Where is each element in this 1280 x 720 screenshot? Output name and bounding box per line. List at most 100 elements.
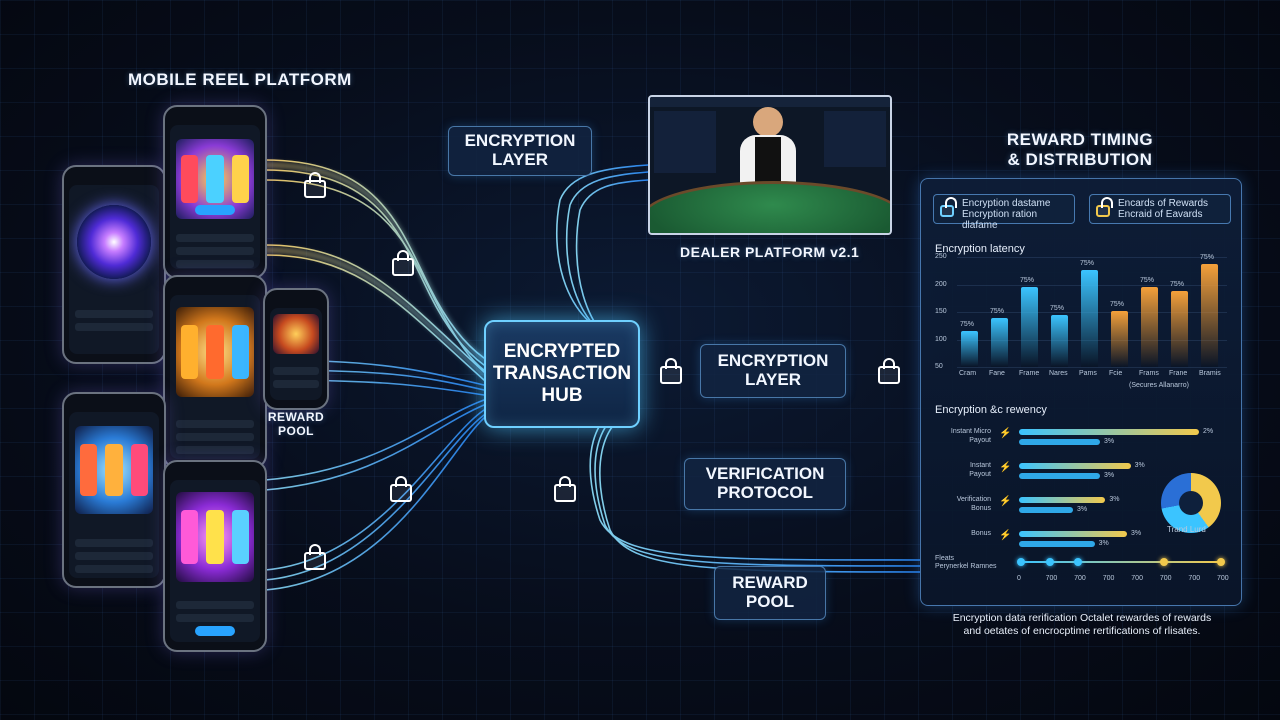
encryption-layer-top-line1: ENCRYPTION xyxy=(464,131,576,151)
dealer-platform-title: DEALER PLATFORM v2.1 xyxy=(680,244,860,260)
reward-pool-small-line2: POOL xyxy=(277,424,314,438)
timeline-track xyxy=(1021,561,1221,563)
spin-button[interactable] xyxy=(195,205,235,215)
encryption-layer-top-line2: LAYER xyxy=(491,150,549,169)
reward-pool-small-line1: REWARD xyxy=(267,410,325,424)
reel-symbol xyxy=(180,155,198,203)
frequency-value: 3% xyxy=(1098,540,1109,547)
reel-symbol xyxy=(131,443,149,497)
frequency-label-line2: Payout xyxy=(969,437,991,444)
phone-screen xyxy=(170,295,260,459)
latency-bar-label: 75% xyxy=(1020,276,1035,284)
timeline-dot xyxy=(1045,558,1054,566)
latency-bar xyxy=(991,317,1008,367)
latency-bar-label: 75% xyxy=(990,307,1005,315)
frequency-bar-secondary xyxy=(1019,507,1073,513)
reward-timing-title-line1: REWARD TIMING xyxy=(1006,130,1154,149)
bonus-wheel[interactable] xyxy=(77,205,151,279)
phone-screen xyxy=(270,308,322,400)
latency-bar-label: 75% xyxy=(1140,276,1155,284)
reel-symbol xyxy=(79,443,97,497)
latency-gridline xyxy=(957,367,1227,368)
timeline-dot xyxy=(1017,558,1025,566)
phone-rows xyxy=(176,415,254,459)
footnote-line2: and oetates of encrocptime rertification… xyxy=(963,625,1201,637)
lock-icon xyxy=(878,358,900,384)
verification-protocol-line1: VERIFICATION xyxy=(705,464,825,484)
dealer-right-table xyxy=(824,111,886,167)
phone-rows xyxy=(75,534,153,578)
lock-icon xyxy=(1096,197,1113,217)
frequency-bar-secondary xyxy=(1019,541,1095,547)
reward-pool-small-label: REWARD POOL xyxy=(266,410,326,438)
timeline-tick: 700 xyxy=(1074,575,1086,582)
dealer-topbar xyxy=(650,97,890,107)
latency-category: Fcie xyxy=(1109,370,1123,377)
dealer-vest xyxy=(755,137,781,185)
timeline-tick: 700 xyxy=(1159,575,1172,582)
latency-bar xyxy=(1081,270,1098,367)
slot-reels xyxy=(273,314,319,354)
donut-chart xyxy=(1161,473,1221,533)
chip-left-line1: Encryption dastame xyxy=(962,198,1051,209)
latency-bar-label: 75% xyxy=(1080,260,1095,268)
reel-symbol xyxy=(232,325,250,379)
timeline-label-line1: Fleats xyxy=(935,555,955,562)
timeline-label-line2: Perynerkel Ramnes xyxy=(935,563,997,570)
latency-bar xyxy=(961,330,978,367)
footnote-line1: Encryption data rerification Octalet rew… xyxy=(952,612,1212,624)
frequency-value: 3% xyxy=(1077,506,1088,513)
lock-icon xyxy=(390,476,412,502)
latency-category: Cram xyxy=(959,370,977,377)
reward-pool-line2: POOL xyxy=(745,592,795,611)
frequency-label-line2: Bonus xyxy=(971,505,991,512)
slot-reels xyxy=(176,307,254,397)
latency-bar-label: 75% xyxy=(1110,300,1125,308)
latency-ytick: 100 xyxy=(935,335,947,343)
chip-right-line2: Encraid of Eavards xyxy=(1118,209,1203,220)
timeline-label: Fleats Perynerkel Ramnes xyxy=(935,555,996,571)
frequency-row-label: Bonus xyxy=(935,529,991,538)
mobile-platform-title: MOBILE REEL PLATFORM xyxy=(128,70,352,89)
frequency-bar-primary xyxy=(1019,531,1127,537)
frequency-label-line2: Payout xyxy=(969,471,991,478)
panel-footnote: Encryption data rerification Octalet rew… xyxy=(934,612,1230,638)
latency-bar xyxy=(1051,315,1068,367)
encryption-layer-mid-line1: ENCRYPTION xyxy=(717,351,829,371)
reel-symbol xyxy=(206,510,224,564)
phone-reels-purple xyxy=(163,460,267,652)
donut-label: Trand Lurd xyxy=(1167,525,1206,534)
bolt-icon: ⚡ xyxy=(999,462,1012,473)
reward-pool-line1: REWARD xyxy=(732,573,808,593)
frequency-value: 3% xyxy=(1134,462,1145,469)
frequency-bar-primary xyxy=(1019,497,1106,503)
lock-icon xyxy=(554,476,576,502)
latency-ytick: 150 xyxy=(935,308,947,315)
dealer-head xyxy=(753,107,783,137)
latency-category: Nares xyxy=(1049,370,1068,377)
verification-protocol-line2: PROTOCOL xyxy=(716,483,814,502)
play-button[interactable] xyxy=(195,626,235,636)
latency-caption: (Secures Allanarro) xyxy=(1129,382,1189,389)
phone-reels-blue xyxy=(62,392,166,588)
hub-line1: ENCRYPTED xyxy=(503,341,621,363)
reel-symbol xyxy=(105,443,123,497)
latency-category: Frams xyxy=(1139,370,1159,377)
frequency-value: 2% xyxy=(1203,428,1214,435)
latency-bar-label: 75% xyxy=(1050,305,1065,313)
timeline-tick: 700 xyxy=(1131,575,1143,582)
dealer-platform-screen xyxy=(648,95,892,235)
timeline-tick: 700 xyxy=(1188,575,1201,582)
reward-timing-title: REWARD TIMING & DISTRIBUTION xyxy=(990,130,1170,170)
chip-left-line2: Encryption ration dlafame xyxy=(962,209,1038,231)
frequency-bar-primary xyxy=(1019,429,1199,435)
chip-right-line1: Encards of Rewards xyxy=(1118,198,1209,209)
